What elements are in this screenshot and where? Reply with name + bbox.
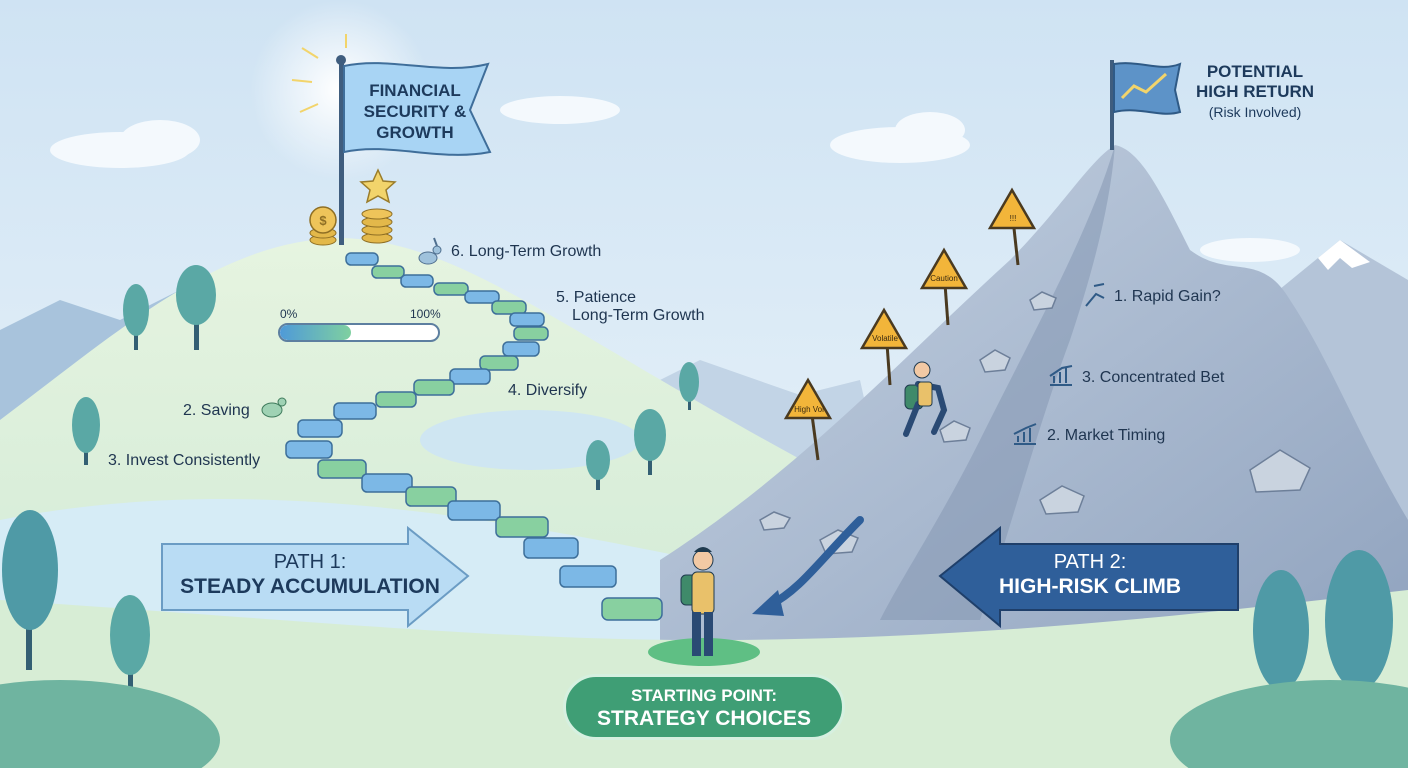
risk-step-rapid-gain: 1. Rapid Gain?	[1114, 288, 1221, 305]
trend-up-icon	[1085, 283, 1105, 307]
bush-right	[1170, 680, 1408, 768]
path1-line1: PATH 1:	[273, 551, 347, 573]
svg-text:$: $	[319, 213, 327, 228]
path2-line2: HIGH-RISK CLIMB	[999, 575, 1181, 598]
snow-cap	[1318, 240, 1370, 270]
coin-stack-icon: $	[309, 206, 393, 246]
peak-line2: HIGH RETURN	[1195, 82, 1315, 101]
progress-end-label: 100%	[410, 307, 441, 321]
goal-flag-label: FINANCIAL SECURITY & GROWTH	[350, 80, 480, 143]
sign-text-volatile: Volatile	[872, 334, 898, 343]
step-diversify: 4. Diversify	[508, 382, 588, 399]
curved-arrow-head	[752, 590, 784, 616]
path2-line1: PATH 2:	[1053, 551, 1127, 573]
progress-start-label: 0%	[280, 307, 298, 321]
hiker-icon	[680, 547, 715, 656]
sparkle-rays	[291, 34, 347, 113]
progress-bar	[278, 323, 440, 342]
risk-step-concentrated-bet: 3. Concentrated Bet	[1082, 369, 1225, 386]
rabbit-icon	[418, 237, 442, 265]
bar-chart-icon	[1013, 423, 1037, 445]
tree-icon	[1325, 550, 1393, 730]
goal-flag-line3: GROWTH	[376, 123, 454, 142]
tree-icon	[634, 409, 666, 475]
mountain-shadow	[880, 145, 1115, 620]
start-badge: STARTING POINT: STRATEGY CHOICES	[563, 674, 845, 740]
path1-label: PATH 1: STEADY ACCUMULATION	[170, 550, 450, 600]
path1-arrow	[161, 525, 470, 629]
pond	[420, 410, 640, 470]
goal-flag-line2: SECURITY &	[363, 102, 467, 121]
goal-flag-icon	[336, 55, 492, 245]
sign-text-caution: Caution	[930, 274, 958, 283]
path1-line2: STEADY ACCUMULATION	[180, 575, 440, 598]
peak-flag-icon	[1110, 60, 1182, 150]
tree-icon	[123, 284, 149, 350]
step-patience: 5. Patience	[556, 289, 637, 306]
tree-icon	[110, 595, 150, 700]
step-long-term-growth: 6. Long-Term Growth	[451, 243, 602, 260]
path2-label: PATH 2: HIGH-RISK CLIMB	[955, 550, 1225, 600]
warning-sign-icon	[783, 377, 833, 461]
climbing-hiker-icon	[903, 361, 948, 437]
risk-step-market-timing: 2. Market Timing	[1047, 427, 1166, 444]
trees	[2, 265, 1393, 730]
tree-icon	[176, 265, 216, 350]
sign-text-high-vol: High Vol	[794, 405, 824, 414]
bush-left	[0, 680, 220, 768]
start-line2: STRATEGY CHOICES	[597, 707, 811, 730]
warning-sign-icon	[919, 247, 969, 326]
tree-icon	[586, 440, 610, 490]
step-patience-sub: Long-Term Growth	[572, 307, 705, 324]
bar-chart-icon	[1049, 365, 1073, 386]
warning-sign-icon	[987, 187, 1037, 266]
step-invest-consistently: 3. Invest Consistently	[108, 452, 261, 469]
peak-line3: (Risk Involved)	[1208, 104, 1302, 120]
progress-fill	[280, 325, 352, 340]
tree-icon	[2, 510, 58, 670]
tree-icon	[1253, 570, 1309, 730]
tree-icon	[679, 362, 699, 410]
peak-label: POTENTIAL HIGH RETURN (Risk Involved)	[1180, 62, 1330, 122]
start-line1: STARTING POINT:	[630, 686, 778, 705]
warning-sign-icon	[859, 307, 909, 386]
tree-icon	[72, 397, 100, 465]
stepping-stones	[285, 252, 663, 621]
step-saving: 2. Saving	[183, 402, 250, 419]
goal-flag-line1: FINANCIAL	[369, 81, 461, 100]
piggy-bank-icon	[261, 397, 287, 418]
clouds	[50, 96, 1300, 262]
star-icon	[359, 168, 397, 204]
path2-arrow	[938, 525, 1239, 629]
peak-line1: POTENTIAL	[1206, 62, 1304, 81]
sign-text-alert: !!!	[1009, 214, 1017, 223]
